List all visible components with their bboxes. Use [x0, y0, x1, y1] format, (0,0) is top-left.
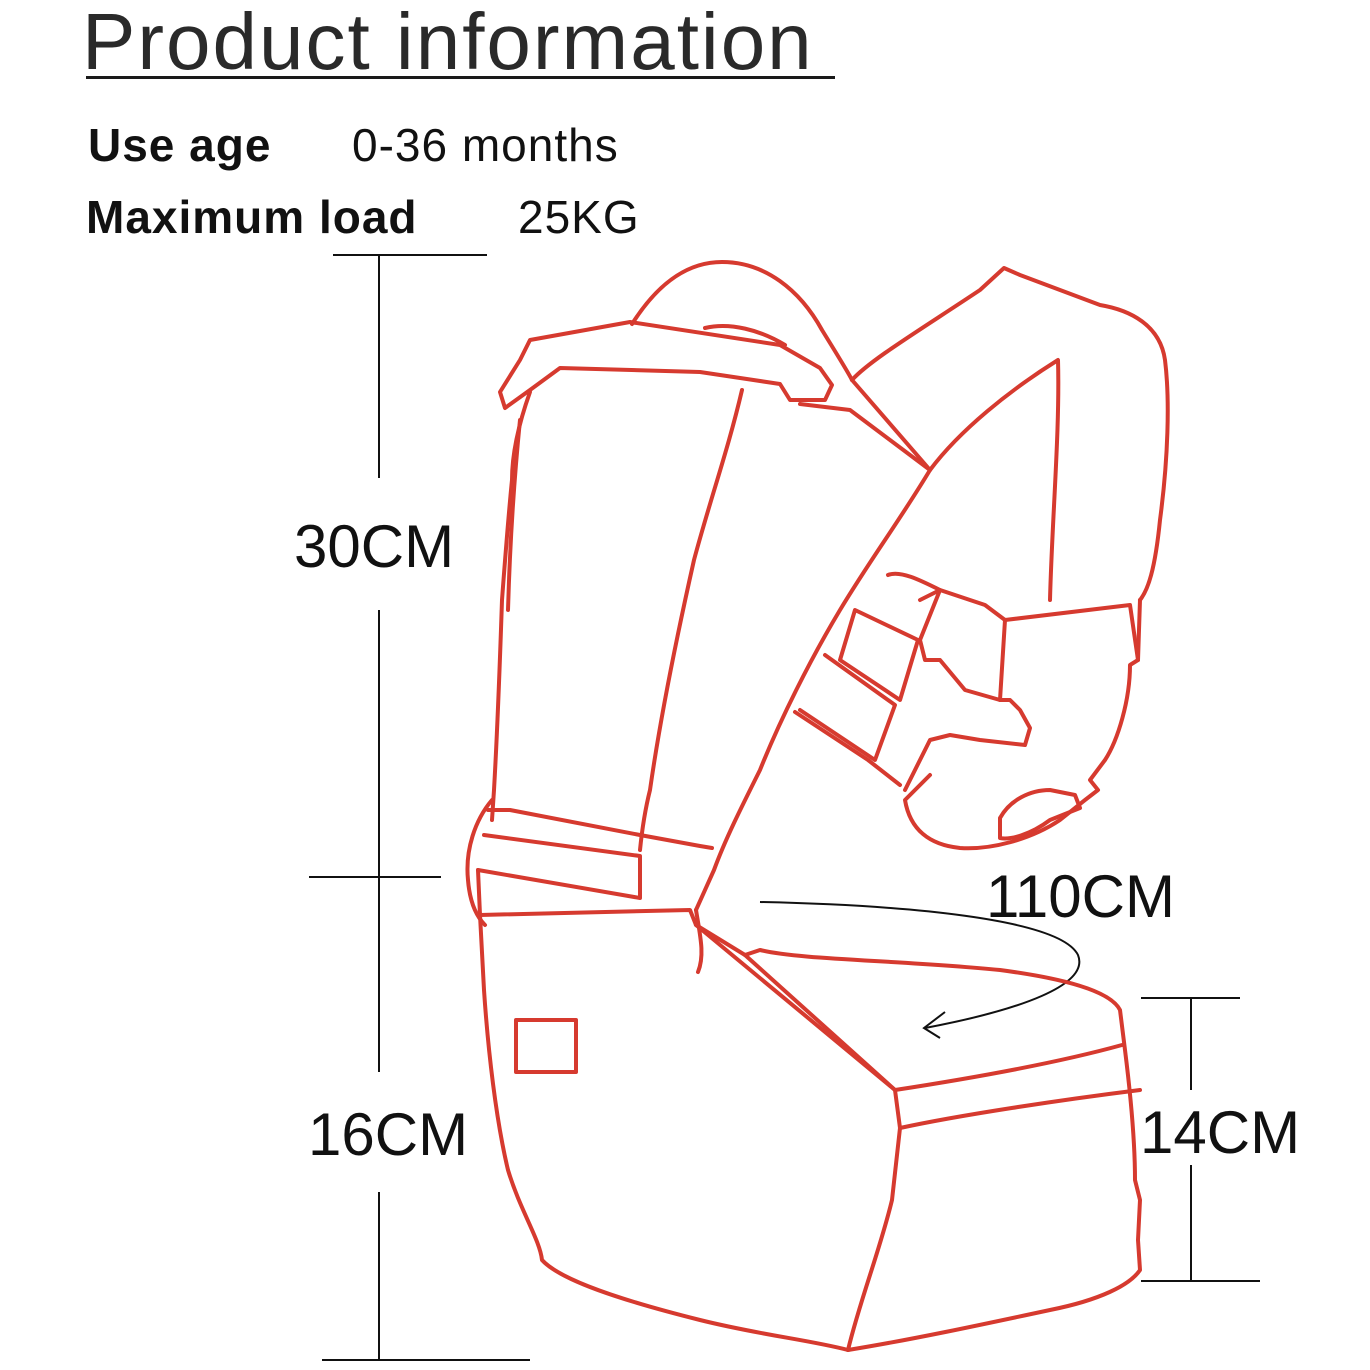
- hip-seat-top-rim: [893, 1043, 1124, 1092]
- shoulder-strap-outer: [850, 266, 1170, 602]
- shoulder-strap-inner-right: [928, 358, 1061, 602]
- hip-seat-right: [743, 948, 1142, 1352]
- waist-belt-left-curve: [465, 798, 494, 927]
- hip-seat-left: [478, 913, 850, 1352]
- hood: [630, 260, 854, 382]
- hip-seat-top-edge: [743, 953, 1142, 1130]
- headrest-fold: [703, 324, 787, 347]
- page-title: Product information: [82, 0, 814, 86]
- buckle-clasp: [998, 788, 1082, 841]
- waist-belt-fold: [694, 908, 704, 974]
- carrier-outline: [465, 260, 1170, 1352]
- dimension-lines: [309, 254, 1260, 1361]
- waist-belt-top: [486, 808, 714, 850]
- shoulder-strap-inner-left: [694, 402, 932, 912]
- hip-seat-front-edge: [846, 1126, 902, 1352]
- strap-clip-upper: [838, 608, 920, 702]
- strap-join: [850, 378, 932, 472]
- back-panel-left-edge: [490, 390, 532, 822]
- back-panel-center-seam: [638, 388, 744, 852]
- hip-seat-label-patch: [514, 1018, 578, 1074]
- max-load-value: 25KG: [518, 191, 640, 243]
- side-buckle-outer: [903, 598, 1142, 851]
- waist-belt-band: [476, 833, 642, 900]
- title-underline: [86, 76, 835, 79]
- use-age-label: Use age: [88, 119, 272, 171]
- headrest: [498, 320, 834, 410]
- waist-arrow-curve: [759, 901, 1081, 1029]
- back-height-label: 30CM: [294, 513, 455, 580]
- back-panel-left-inner: [506, 418, 522, 612]
- buckle-center: [886, 571, 1032, 792]
- strap-clip-middle: [798, 653, 897, 762]
- buckle-top-strap: [918, 588, 1140, 662]
- waist-label: 110CM: [986, 863, 1175, 930]
- hip-seat-seam: [694, 923, 897, 1092]
- waist-belt-lower: [476, 868, 747, 957]
- seat-height-label: 16CM: [308, 1101, 469, 1168]
- use-age-value: 0-36 months: [352, 119, 619, 171]
- strap-clip-lower: [793, 710, 902, 787]
- seat-depth-label: 14CM: [1140, 1099, 1301, 1166]
- buckle-divider: [998, 618, 1007, 702]
- max-load-label: Maximum load: [86, 191, 418, 243]
- waist-arrow-head: [922, 1011, 946, 1039]
